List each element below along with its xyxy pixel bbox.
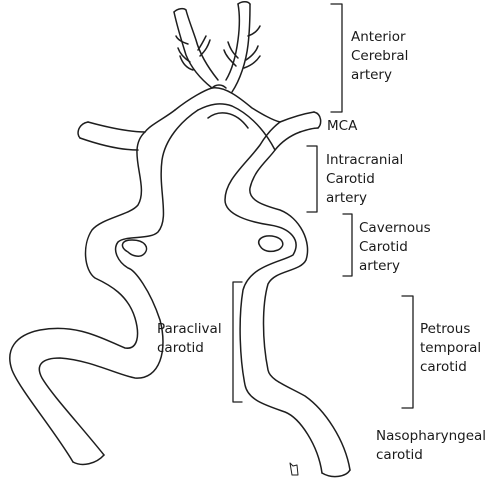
right-aca-branch-3: [247, 25, 261, 37]
left-mca-upper-wall: [87, 121, 146, 133]
right-carotid-cut-end: [321, 469, 351, 478]
label-mca-text: MCA: [327, 118, 358, 134]
right-carotid-vessel: [224, 121, 351, 478]
label-anterior-cerebral-artery: Anterior Cerebral artery: [351, 28, 408, 85]
brackets: [232, 3, 414, 409]
right-mca-upper-wall: [279, 111, 315, 123]
bracket-cavernous-carotid: [342, 213, 353, 277]
right-carotid-outer-wall: [224, 121, 323, 474]
left-aca-branch-2: [197, 35, 211, 57]
aca-junction: [211, 84, 227, 89]
left-aca-outer: [173, 11, 213, 89]
label-intracranial-line3: artery: [326, 190, 367, 206]
left-siphon-loop: [121, 239, 148, 257]
arch-inner-contour: [207, 112, 249, 129]
bracket-paraclival-carotid: [232, 281, 243, 403]
label-cavernous-line3: artery: [359, 258, 400, 274]
anterior-cerebral-arteries: [173, 1, 261, 93]
right-mca-branch: [279, 111, 322, 133]
inner-arch: [197, 103, 276, 151]
label-intracranial-carotid-artery: Intracranial Carotid artery: [326, 151, 403, 208]
outer-arch: [174, 87, 281, 123]
left-aca-inner: [185, 9, 219, 81]
label-anterior-cerebral-line1: Anterior: [351, 29, 406, 45]
label-cavernous-carotid-artery: Cavernous Carotid artery: [359, 219, 431, 276]
label-cavernous-line2: Carotid: [359, 239, 408, 255]
left-carotid-vessel: [9, 109, 199, 466]
left-aca-branch-3: [175, 35, 189, 45]
label-petrous-line1: Petrous: [420, 321, 471, 337]
label-petrous-line3: carotid: [420, 359, 467, 375]
bifurcation-arch: [174, 87, 281, 151]
left-carotid-inner-wall: [38, 109, 199, 456]
label-nasopharyngeal-line1: Nasopharyngeal: [376, 428, 487, 444]
right-carotid-inner-wall: [249, 131, 351, 471]
label-anterior-cerebral-line3: artery: [351, 67, 392, 83]
right-mca-lower-wall: [299, 127, 319, 133]
label-paraclival-line1: Paraclival: [157, 321, 222, 337]
bracket-anterior-cerebral: [330, 3, 343, 113]
left-mca-lower-wall: [79, 137, 139, 151]
right-aca-cut-end: [237, 1, 251, 5]
label-intracranial-line2: Carotid: [326, 171, 375, 187]
bracket-intracranial-carotid: [306, 145, 318, 213]
left-aca-branch-1: [177, 47, 194, 71]
label-petrous-temporal-carotid: Petrous temporal carotid: [420, 320, 481, 377]
left-aca-cut-end: [173, 7, 187, 13]
right-aca-branch-2: [223, 41, 239, 67]
left-mca-cut-end: [77, 121, 89, 139]
bracket-petrous-temporal: [401, 295, 414, 409]
left-mca-branch: [77, 121, 146, 151]
label-paraclival-carotid: Paraclival carotid: [157, 320, 222, 358]
label-nasopharyngeal-line2: carotid: [376, 447, 423, 463]
left-carotid-cut-end: [72, 454, 105, 466]
right-mca-cut-end: [313, 111, 322, 129]
artifact-mark: [289, 462, 299, 476]
label-intracranial-line1: Intracranial: [326, 152, 404, 168]
right-aca-inner: [231, 3, 251, 93]
right-aca-outer: [225, 3, 241, 81]
label-paraclival-line2: carotid: [157, 340, 204, 356]
label-mca: MCA: [327, 117, 357, 136]
left-carotid-outer-wall: [9, 109, 176, 463]
label-petrous-line2: temporal: [420, 340, 482, 356]
label-nasopharyngeal-carotid: Nasopharyngeal carotid: [376, 427, 486, 465]
label-cavernous-line1: Cavernous: [359, 220, 431, 236]
right-aca-branch-1: [243, 45, 261, 69]
right-siphon-loop: [258, 235, 284, 253]
label-anterior-cerebral-line2: Cerebral: [351, 48, 409, 64]
